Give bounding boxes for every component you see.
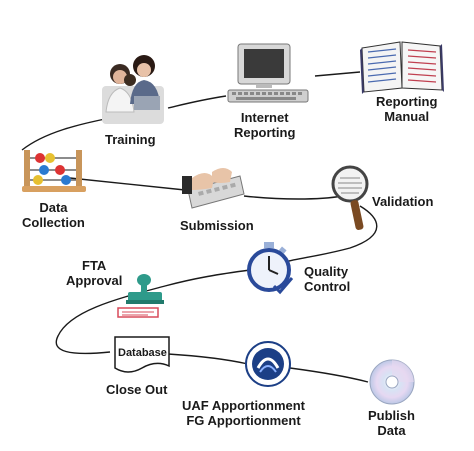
- magnifying-glass-icon: [330, 164, 374, 234]
- approval-stamp-icon: [114, 272, 172, 318]
- close-out-label: Close Out: [106, 382, 168, 397]
- training-people-icon: [98, 52, 168, 126]
- submission-label: Submission: [180, 218, 254, 233]
- computer-icon: [226, 42, 310, 104]
- internet-reporting-label: Internet Reporting: [234, 110, 296, 140]
- data-collection-label: Data Collection: [22, 200, 85, 230]
- quality-control-label: Quality Control: [304, 264, 351, 294]
- publish-data-label: Publish Data: [368, 408, 415, 438]
- apportionment-label: UAF Apportionment FG Apportionment: [182, 398, 305, 428]
- dot-seal-icon: [244, 340, 292, 388]
- cd-disc-icon: [368, 358, 416, 406]
- fta-approval-label: FTA Approval: [66, 258, 123, 288]
- training-label: Training: [105, 132, 156, 147]
- database-box-label: Database: [118, 347, 167, 359]
- reporting-manual-book-icon: [360, 38, 444, 94]
- stopwatch-icon: [244, 240, 296, 296]
- abacus-icon: [20, 146, 88, 194]
- reporting-manual-label: Reporting Manual: [376, 94, 438, 124]
- validation-label: Validation: [372, 194, 434, 209]
- keyboard-hands-icon: [182, 160, 246, 212]
- database-document-icon: [114, 336, 170, 374]
